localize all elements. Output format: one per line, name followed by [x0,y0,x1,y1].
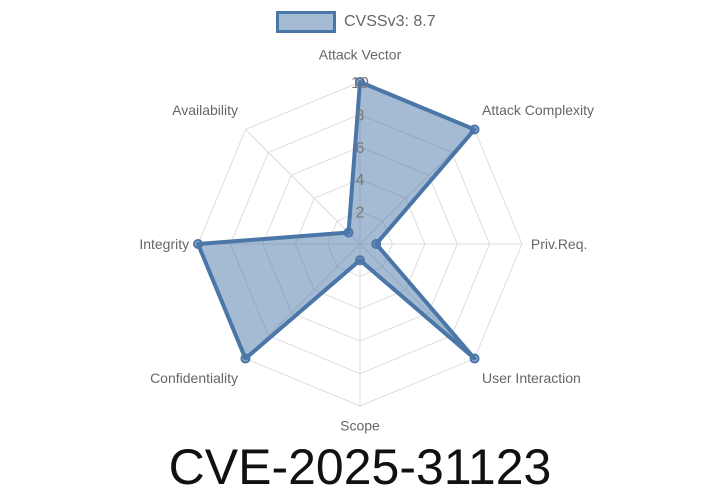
data-point [240,353,251,364]
axis-label: Attack Vector [319,46,402,62]
data-point [469,353,480,364]
data-point [355,77,365,87]
data-point [343,227,354,238]
legend-swatch [276,11,336,33]
axis-label: Confidentiality [150,370,238,386]
axis-label: Priv.Req. [531,236,588,252]
chart-title: CVE-2025-31123 [168,439,552,495]
tick-label: 10 [351,75,369,92]
tick-label: 4 [356,172,365,189]
data-point [355,255,365,266]
axis-label: Availability [172,102,238,118]
tick-label: 6 [356,140,365,157]
legend[interactable]: CVSSv3: 8.7 [276,11,436,33]
axis-spoke [245,129,361,245]
data-point [371,239,382,249]
tick-label: 8 [356,107,365,124]
axis-label: Attack Complexity [482,102,594,118]
data-point [193,239,203,249]
axis-label: Scope [340,417,380,433]
legend-label: CVSSv3: 8.7 [344,13,436,30]
tick-label: 2 [356,205,365,222]
axis-label: User Interaction [482,370,581,386]
axis-label: Integrity [139,236,189,252]
data-point [469,124,480,135]
